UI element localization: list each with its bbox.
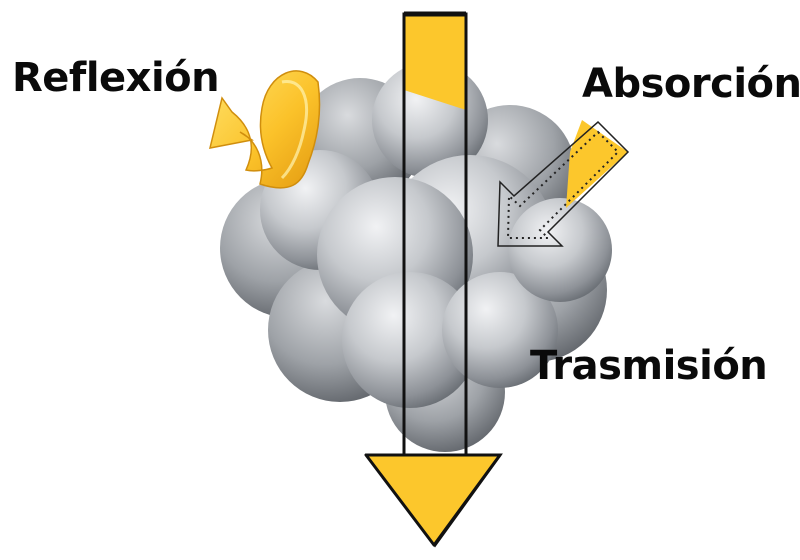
reflection-arrow-icon: [208, 70, 321, 189]
transmission-label: Trasmisión: [530, 343, 768, 389]
absorption-arrow-icon: [497, 120, 630, 247]
reflection-label: Reflexión: [12, 55, 220, 101]
transmission-arrow-icon: [364, 11, 503, 548]
cloud-icon: [220, 62, 612, 452]
absorption-label: Absorción: [582, 61, 800, 107]
